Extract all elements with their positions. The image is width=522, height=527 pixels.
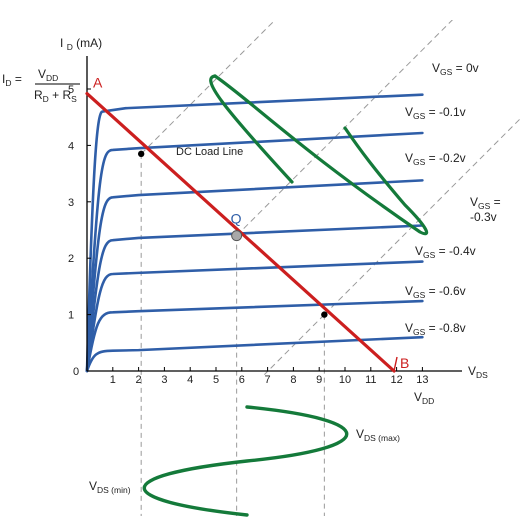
- curve-vgs-0: [85, 93, 424, 373]
- curve-label-vgs-2: VGS = -0.2v: [405, 151, 466, 167]
- diagonal-guide-line: [236, 20, 453, 236]
- x-tick-label: 12: [390, 374, 402, 386]
- formula-denominator: RD + RS: [34, 88, 77, 104]
- load-line-label-a: A: [93, 75, 103, 91]
- y-tick-label: 1: [68, 310, 74, 322]
- curve-vgs-6: [85, 335, 424, 373]
- y-axis-label-rest: (mA): [73, 36, 102, 50]
- axes: [86, 56, 462, 372]
- x-tick-label: 1: [110, 374, 116, 386]
- vdd-label: VDD: [414, 390, 434, 406]
- x-tick-label: 11: [365, 374, 376, 386]
- x-tick-label: 13: [416, 374, 428, 386]
- input-signal-loop-lower: [209, 74, 294, 184]
- x-axis-label: VDS: [468, 364, 488, 380]
- characteristic-curves: [85, 93, 424, 373]
- x-tick-label: 8: [290, 374, 296, 386]
- x-tick-label: 6: [239, 374, 245, 386]
- y-tick-label: 5: [68, 84, 74, 96]
- curve-vgs-2: [85, 179, 424, 373]
- q-point-marker: [231, 230, 243, 242]
- origin-label: 0: [73, 366, 79, 378]
- x-tick-label: 9: [316, 374, 322, 386]
- x-tick-label: 5: [213, 374, 219, 386]
- curve-label-vgs-6: VGS = -0.8v: [405, 321, 466, 337]
- formula-numerator: VDD: [38, 67, 58, 83]
- x-tick-label: 7: [265, 374, 271, 386]
- y-tick-label: 4: [68, 140, 74, 152]
- load-line-label-b: B: [400, 355, 409, 371]
- y-axis-label-main: I: [60, 36, 63, 50]
- x-tick-label: 10: [339, 374, 351, 386]
- curve-label-vgs-5: VGS = -0.6v: [405, 284, 466, 300]
- load-line-group: A B DC Load Line: [85, 75, 409, 373]
- vds-min-label: VDS (min): [89, 479, 131, 495]
- load-line-name: DC Load Line: [176, 146, 243, 158]
- guide-lines: [140, 20, 522, 516]
- y-axis-label-sub: D: [67, 42, 73, 52]
- y-tick-label: 3: [68, 197, 74, 209]
- curve-label-vgs-value: -0.3v: [470, 210, 497, 224]
- x-tick-label: 2: [136, 374, 142, 386]
- diagonal-guide-line: [264, 314, 325, 375]
- signal-waveforms: VDS (max) VDS (min): [89, 74, 429, 517]
- curve-label-vgs-3: VGS =: [470, 195, 501, 211]
- curve-label-vgs-0: VGS = 0v: [432, 61, 479, 77]
- y-tick-label: 2: [68, 253, 74, 265]
- operating-point-0: [137, 150, 145, 158]
- intercept-formula: ID = VDD RD + RS: [2, 67, 80, 104]
- x-tick-label: 4: [187, 374, 193, 386]
- curve-label-vgs-4: VGS = -0.4v: [415, 244, 476, 260]
- operating-points: Q: [137, 150, 328, 318]
- curve-vgs-4: [85, 260, 424, 373]
- operating-point-2: [321, 311, 328, 318]
- output-signal-wave: [142, 405, 349, 517]
- curve-vgs-5: [85, 299, 424, 373]
- y-axis-label: I D (mA): [60, 36, 102, 52]
- formula-lhs: ID =: [2, 72, 22, 88]
- vds-max-label: VDS (max): [356, 427, 400, 443]
- curve-vgs-3: [85, 224, 424, 373]
- x-tick-label: 3: [161, 374, 167, 386]
- input-signal-loop-upper: [213, 74, 429, 236]
- load-line-end-tick: [393, 356, 398, 372]
- q-point-label: Q: [231, 211, 242, 227]
- curve-label-vgs-1: VGS = -0.1v: [405, 105, 466, 121]
- curve-vgs-1: [85, 131, 424, 373]
